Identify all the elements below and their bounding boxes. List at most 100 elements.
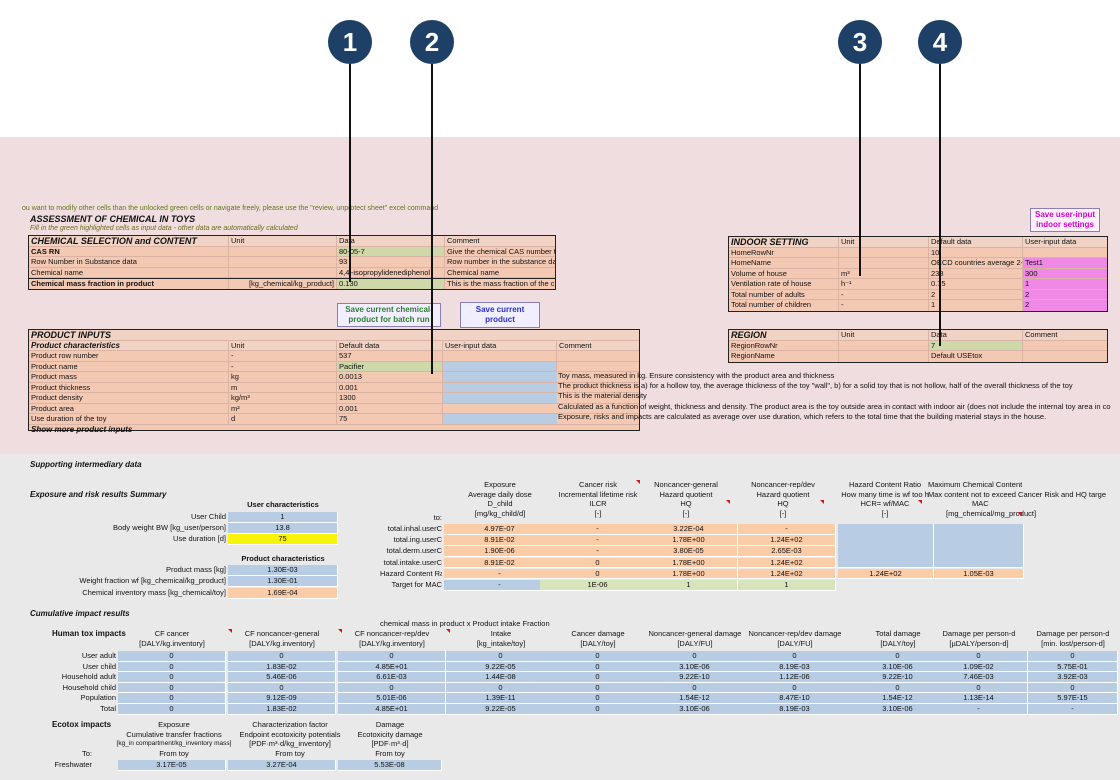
product-title: PRODUCT INPUTS bbox=[31, 330, 112, 340]
region-unit bbox=[839, 340, 929, 350]
head-line: Total damage bbox=[875, 629, 921, 638]
head-line: Noncancer-rep/dev damage bbox=[748, 629, 842, 638]
save-product-button[interactable]: Save current product bbox=[460, 302, 540, 328]
callout-4-line bbox=[939, 64, 941, 346]
head-line: Intake bbox=[490, 629, 512, 638]
head-line: Cancer damage bbox=[571, 629, 625, 638]
cas-rn-input[interactable]: 80-05-7 bbox=[337, 246, 445, 256]
result-blank-block bbox=[934, 524, 1024, 568]
comment-flag bbox=[636, 480, 640, 484]
product-unit: m² bbox=[229, 403, 337, 413]
head-line: Ecotoxicity damage bbox=[357, 729, 423, 739]
head-line: Noncancer-general damage bbox=[648, 629, 742, 638]
show-more-product-inputs[interactable]: Show more product inputs bbox=[31, 424, 133, 434]
indoor-default: 1 bbox=[929, 300, 1023, 311]
head-line: Damage per person-d bbox=[942, 629, 1016, 638]
result-value: 1.24E+02 bbox=[738, 557, 836, 569]
product-label: Product area bbox=[29, 403, 229, 413]
eco-value: 3.27E-04 bbox=[228, 760, 336, 771]
head-line: HQ bbox=[777, 499, 789, 508]
product-label: Use duration of the toy bbox=[29, 414, 229, 424]
children-input[interactable]: 2 bbox=[1023, 300, 1107, 311]
head-line: HCR= wf/MAC bbox=[860, 499, 910, 508]
user-char-label: Body weight BW [kg_user/person] bbox=[113, 523, 226, 532]
region-header-section: REGION bbox=[729, 330, 839, 340]
comment-flag bbox=[820, 500, 824, 504]
cum-value: 0 bbox=[930, 651, 1028, 662]
cum-value: 8.19E-03 bbox=[740, 704, 850, 715]
cum-value: 1.83E-02 bbox=[228, 704, 336, 715]
product-user-cell[interactable] bbox=[443, 361, 557, 371]
head-line: Average daily dose bbox=[468, 489, 532, 499]
cum-value: 0 bbox=[118, 704, 226, 715]
indoor-header-unit: Unit bbox=[839, 237, 929, 247]
cum-value: 1.44E-08 bbox=[446, 672, 556, 683]
product-header-default: Default data bbox=[337, 340, 443, 350]
head-line: HQ bbox=[680, 499, 692, 508]
head-line: [kg_in compartment/kg_inventory mass] bbox=[116, 740, 232, 747]
ventilation-rate-input[interactable]: 1 bbox=[1023, 279, 1107, 289]
cum-head: CF cancer[DALY/kg.inventory] bbox=[118, 629, 226, 648]
prod-char-value: 1.69E-04 bbox=[228, 588, 338, 599]
cum-value: 0 bbox=[546, 693, 650, 704]
head-line: Incremental lifetime risk bbox=[558, 489, 638, 499]
head-line: [DALY/FU] bbox=[777, 638, 813, 648]
result-value: 1E-06 bbox=[540, 580, 656, 591]
head-line: Noncancer-general bbox=[654, 480, 718, 489]
region-row-input[interactable]: 7 bbox=[929, 340, 1023, 350]
head-line: ILCR bbox=[589, 499, 607, 508]
adults-input[interactable]: 2 bbox=[1023, 289, 1107, 299]
result-row-label: total.inhal.userC bbox=[387, 524, 442, 533]
indoor-default: 10 bbox=[929, 247, 1023, 257]
product-default: 0.001 bbox=[337, 403, 443, 413]
page-title: ASSESSMENT OF CHEMICAL IN TOYS bbox=[30, 214, 196, 224]
prod-char-label: Chemical inventory mass [kg_chemical/toy… bbox=[82, 588, 226, 597]
head-line: Maximum Chemical Content bbox=[928, 480, 1023, 489]
result-value: 1.24E+02 bbox=[738, 568, 836, 580]
cum-value: 4.85E+01 bbox=[338, 661, 446, 673]
chemical-selection-panel: CHEMICAL SELECTION and CONTENT Unit Data… bbox=[28, 235, 556, 290]
save-batch-button[interactable]: Save current chemical-product for batch … bbox=[337, 303, 441, 327]
home-name-input[interactable]: Test1 bbox=[1023, 258, 1107, 268]
chem-comment: Row number in the substance da bbox=[447, 257, 555, 266]
product-default: 75 bbox=[337, 414, 443, 424]
product-comment bbox=[557, 362, 637, 372]
product-label: Product name bbox=[29, 361, 229, 371]
callout-3: 3 bbox=[838, 20, 882, 64]
cum-value: 6.61E-03 bbox=[338, 672, 446, 683]
eco-row-label: Freshwater bbox=[54, 760, 92, 769]
cum-head: Damage per person-d[min. lost/person-d] bbox=[1028, 629, 1118, 648]
callout-2-line bbox=[431, 64, 433, 374]
product-user-cell[interactable] bbox=[443, 414, 557, 424]
product-unit: d bbox=[229, 414, 337, 424]
region-header-comment: Comment bbox=[1025, 330, 1058, 339]
region-header-data: Data bbox=[929, 330, 1023, 340]
result-value: - bbox=[540, 546, 656, 557]
indoor-label: Total number of adults bbox=[729, 289, 839, 299]
product-user-cell[interactable] bbox=[443, 372, 557, 382]
indoor-label: Ventilation rate of house bbox=[729, 279, 839, 289]
save-user-indoor-button[interactable]: Save user-input indoor settings bbox=[1030, 208, 1100, 232]
chem-unit bbox=[229, 246, 337, 256]
indoor-unit: - bbox=[839, 289, 929, 299]
house-volume-input[interactable]: 300 bbox=[1023, 268, 1107, 278]
head-line: Exposure bbox=[158, 720, 190, 729]
product-name-input[interactable]: Pacifier bbox=[337, 361, 443, 371]
region-name-value: Default USEtox bbox=[929, 351, 1023, 362]
cum-value: 1.54E-12 bbox=[640, 693, 750, 704]
cum-value: 1.39E-11 bbox=[446, 693, 556, 704]
product-user-cell[interactable] bbox=[443, 382, 557, 392]
indoor-default: 2 bbox=[929, 289, 1023, 299]
head-line: Hazard quotient bbox=[659, 489, 713, 499]
indoor-unit: - bbox=[839, 300, 929, 311]
product-comment-mass: Toy mass, measured in kg. Ensure consist… bbox=[558, 371, 835, 380]
cum-value: 1.13E-14 bbox=[930, 693, 1028, 704]
chem-header-section: CHEMICAL SELECTION and CONTENT bbox=[29, 236, 229, 246]
head-line: How many time is wf too h bbox=[841, 489, 929, 499]
head-line: Max content not to exceed Cancer Risk an… bbox=[928, 489, 1107, 499]
cum-value: 0 bbox=[930, 682, 1028, 694]
product-user-cell[interactable] bbox=[443, 393, 557, 403]
mass-fraction-input[interactable]: 0.130 bbox=[337, 279, 445, 289]
head-line: From toy bbox=[159, 748, 189, 758]
